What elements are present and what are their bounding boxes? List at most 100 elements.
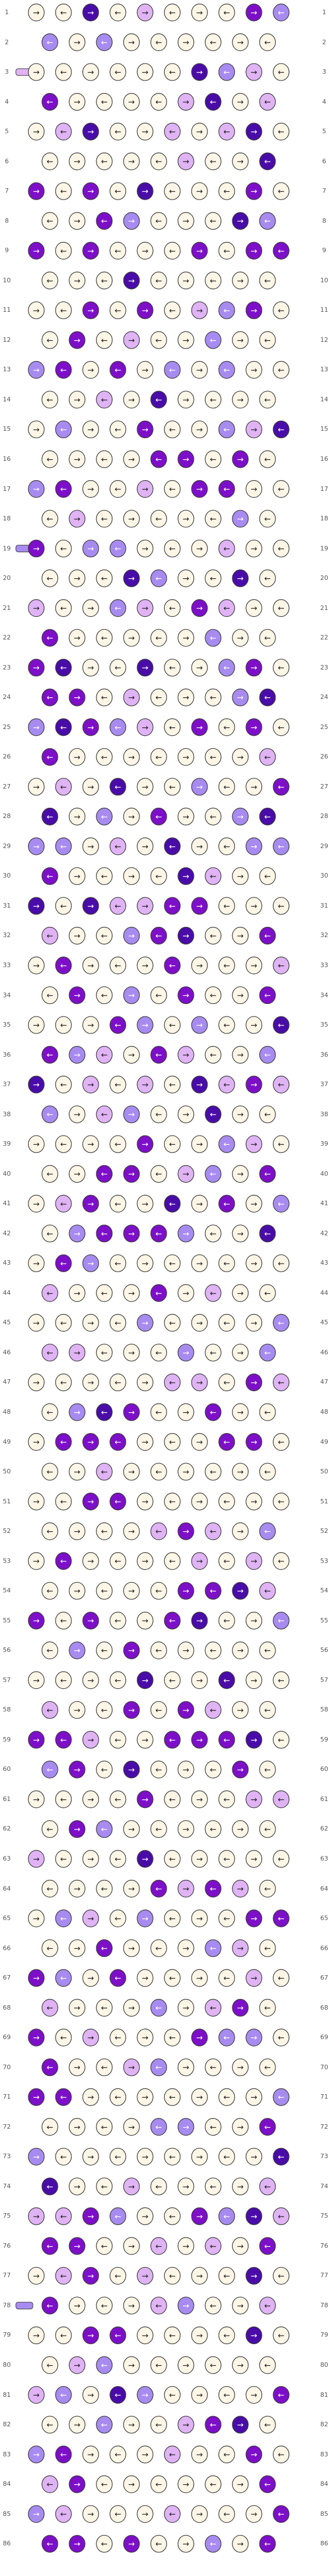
knot: → bbox=[69, 2297, 86, 2315]
knot-arrow: ← bbox=[60, 68, 67, 77]
knot-arrow: → bbox=[251, 1259, 257, 1268]
knot: ← bbox=[96, 510, 113, 528]
knot: ← bbox=[55, 1492, 72, 1511]
row-label: 67 bbox=[3, 1974, 11, 1982]
knot: → bbox=[123, 272, 140, 290]
knot-arrow: → bbox=[128, 98, 135, 107]
row-label: 40 bbox=[320, 1170, 328, 1177]
row-label: 55 bbox=[3, 1616, 11, 1624]
knot: → bbox=[191, 837, 208, 855]
knot: ← bbox=[41, 2058, 58, 2077]
knot-arrow: → bbox=[74, 1706, 80, 1715]
knot: → bbox=[137, 1731, 154, 1749]
knot: ← bbox=[150, 1284, 167, 1302]
knot-arrow: → bbox=[196, 1140, 203, 1149]
knot: → bbox=[137, 1373, 154, 1392]
knot: ← bbox=[259, 1225, 276, 1243]
knot: → bbox=[191, 2446, 208, 2464]
knot: → bbox=[137, 1254, 154, 1272]
knot: → bbox=[177, 272, 194, 290]
row-label: 28 bbox=[3, 812, 11, 820]
knot: → bbox=[82, 1433, 99, 1451]
knot: ← bbox=[259, 1879, 276, 1898]
knot: → bbox=[82, 361, 99, 379]
knot-arrow: → bbox=[251, 485, 257, 494]
knot: → bbox=[82, 659, 99, 677]
row-label: 12 bbox=[320, 336, 328, 344]
knot-arrow: → bbox=[74, 2480, 80, 2489]
knot-arrow: ← bbox=[278, 2391, 285, 2400]
knot-arrow: → bbox=[237, 1765, 244, 1774]
knot-arrow: → bbox=[237, 2361, 244, 2370]
knot-arrow: → bbox=[87, 247, 94, 256]
knot: → bbox=[177, 1046, 194, 1064]
knot: ← bbox=[41, 629, 58, 647]
knot: → bbox=[123, 391, 140, 409]
knot: ← bbox=[55, 2088, 72, 2106]
knot-arrow: ← bbox=[278, 247, 285, 256]
knot-arrow: → bbox=[251, 9, 257, 18]
knot-arrow: ← bbox=[210, 2421, 217, 2430]
knot: ← bbox=[41, 152, 58, 171]
knot-arrow: → bbox=[251, 2331, 257, 2340]
knot: ← bbox=[273, 539, 290, 558]
knot: → bbox=[245, 1016, 262, 1034]
knot-arrow: ← bbox=[46, 1944, 53, 1954]
knot: ← bbox=[150, 391, 167, 409]
knot: → bbox=[28, 1731, 45, 1749]
knot: ← bbox=[109, 837, 126, 855]
knot: ← bbox=[164, 242, 181, 260]
knot-arrow: → bbox=[196, 961, 203, 971]
knot-arrow: ← bbox=[46, 992, 53, 1001]
knot: → bbox=[245, 1075, 262, 1094]
knot: → bbox=[137, 1552, 154, 1570]
knot: ← bbox=[273, 1075, 290, 1094]
row-label: 85 bbox=[320, 2510, 328, 2518]
knot: ← bbox=[259, 569, 276, 587]
knot-arrow: → bbox=[74, 1051, 80, 1060]
knot-arrow: ← bbox=[278, 1140, 285, 1149]
knot-arrow: ← bbox=[46, 1349, 53, 1358]
knot-arrow: ← bbox=[264, 872, 271, 881]
knot: → bbox=[191, 2147, 208, 2166]
knot-arrow: ← bbox=[264, 1765, 271, 1774]
knot: → bbox=[69, 1403, 86, 1421]
knot: → bbox=[69, 510, 86, 528]
knot: → bbox=[123, 2475, 140, 2493]
knot-arrow: → bbox=[128, 872, 135, 881]
row-label: 86 bbox=[320, 2540, 328, 2548]
knot-arrow: ← bbox=[101, 1230, 108, 1239]
knot: → bbox=[245, 1731, 262, 1749]
knot-arrow: ← bbox=[60, 306, 67, 315]
knot: → bbox=[245, 1314, 262, 1332]
knot-arrow: → bbox=[196, 2451, 203, 2460]
knot-arrow: ← bbox=[169, 1081, 176, 1090]
knot-arrow: ← bbox=[210, 277, 217, 286]
knot-arrow: → bbox=[237, 2183, 244, 2192]
row-label: 11 bbox=[320, 306, 328, 314]
knot: ← bbox=[150, 629, 167, 647]
knot-arrow: → bbox=[183, 1706, 189, 1715]
knot-arrow: ← bbox=[114, 2272, 121, 2281]
row-label: 71 bbox=[320, 2093, 328, 2101]
knot-arrow: → bbox=[196, 842, 203, 851]
knot: → bbox=[191, 897, 208, 915]
knot: ← bbox=[55, 1969, 72, 1987]
knot: → bbox=[232, 1046, 249, 1064]
knot-arrow: ← bbox=[46, 1170, 53, 1179]
knot-arrow: → bbox=[142, 306, 148, 315]
knot: ← bbox=[205, 1820, 222, 1838]
knot-arrow: → bbox=[251, 425, 257, 434]
knot: ← bbox=[150, 1582, 167, 1600]
knot-arrow: → bbox=[251, 247, 257, 256]
knot-arrow: ← bbox=[278, 842, 285, 851]
knot: ← bbox=[164, 599, 181, 617]
knot-arrow: ← bbox=[155, 455, 162, 464]
knot: ← bbox=[259, 1105, 276, 1124]
knot-arrow: → bbox=[33, 1259, 40, 1268]
knot: ← bbox=[55, 599, 72, 617]
knot-arrow: ← bbox=[210, 158, 217, 167]
knot: ← bbox=[96, 2058, 113, 2077]
knot: → bbox=[137, 2446, 154, 2464]
knot: ← bbox=[273, 2028, 290, 2047]
